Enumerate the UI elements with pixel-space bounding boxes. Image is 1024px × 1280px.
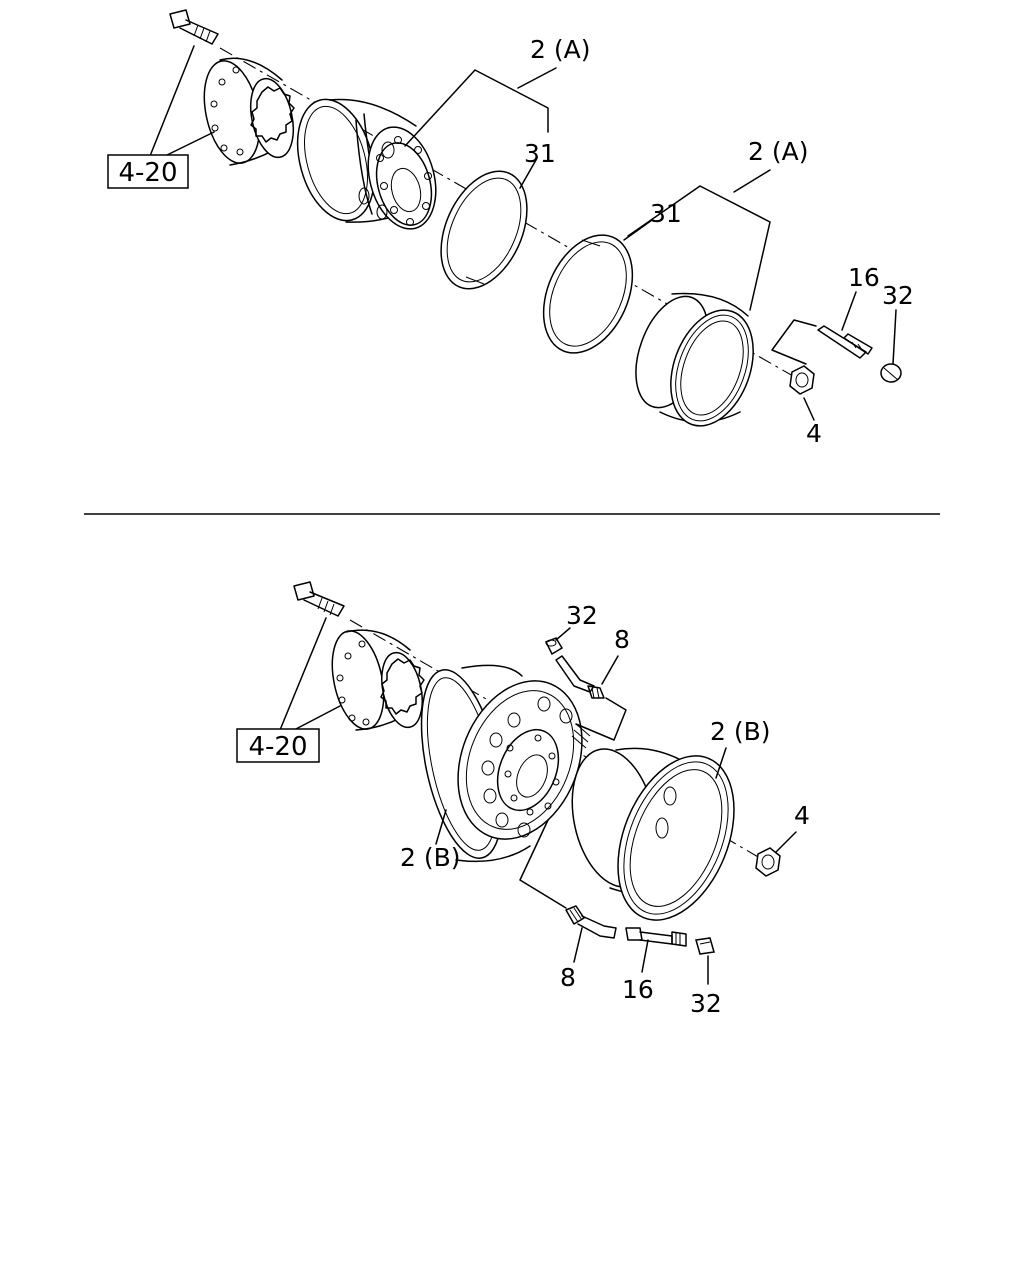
upper-callout-labels: 2 (A) 31 2 (A) 31 16 32 4 xyxy=(524,35,914,448)
lower-callout-cap-top: 32 xyxy=(566,601,598,630)
lower-valve-extension-top xyxy=(555,655,605,699)
upper-callout-leaders xyxy=(404,67,897,421)
upper-callout-ring-inner: 31 xyxy=(524,139,556,168)
lower-callout-valve: 16 xyxy=(622,975,654,1004)
lower-callout-rim-left: 2 (B) xyxy=(400,843,461,872)
lower-wheel-nut xyxy=(755,847,781,877)
upper-hub xyxy=(203,57,295,166)
lower-callout-labels: 32 8 2 (B) 4 2 (B) 8 16 32 xyxy=(400,601,810,1018)
lower-valve-stem xyxy=(625,927,687,947)
upper-inner-rim xyxy=(296,98,437,230)
upper-wheel-nut xyxy=(789,365,815,395)
upper-callout-rim-outer: 2 (A) xyxy=(748,137,808,166)
lower-outer-wheel xyxy=(571,747,735,921)
upper-ref-box-label: 4-20 xyxy=(118,158,177,188)
upper-callout-valve: 16 xyxy=(848,263,880,292)
upper-valve-cap xyxy=(880,363,902,383)
lower-hub-bolt xyxy=(293,581,345,617)
upper-callout-rim-inner: 2 (A) xyxy=(530,35,590,64)
lower-hub xyxy=(331,629,425,731)
upper-callout-ring-outer: 31 xyxy=(650,199,682,228)
upper-callout-cap: 32 xyxy=(882,281,914,310)
upper-assembly: 4-20 xyxy=(107,9,914,448)
lower-ref-leaders xyxy=(279,617,341,731)
upper-ref-box: 4-20 xyxy=(107,154,189,189)
upper-outer-lock-ring xyxy=(542,234,634,354)
lower-assembly: 4-20 xyxy=(236,581,810,1018)
lower-callout-leaders xyxy=(435,627,797,985)
upper-valve-stem xyxy=(817,325,873,359)
lower-inner-disc-wheel xyxy=(420,664,591,863)
lower-callout-nut: 4 xyxy=(794,801,810,830)
lower-ref-box-label: 4-20 xyxy=(248,732,307,762)
lower-valve-cap-bottom xyxy=(695,937,715,955)
lower-callout-ext-top: 8 xyxy=(614,625,630,654)
upper-ref-leaders xyxy=(149,45,215,157)
lower-callout-ext-bottom: 8 xyxy=(560,963,576,992)
upper-callout-nut: 4 xyxy=(806,419,822,448)
lower-valve-cap-top xyxy=(544,637,564,656)
upper-hub-bolt xyxy=(169,9,219,45)
lower-callout-cap-bottom: 32 xyxy=(690,989,722,1018)
lower-valve-extension-bottom xyxy=(565,905,617,939)
upper-inner-lock-ring xyxy=(440,170,528,290)
lower-ref-box: 4-20 xyxy=(236,728,320,763)
upper-outer-rim xyxy=(635,292,754,427)
lower-callout-rim-right: 2 (B) xyxy=(710,717,771,746)
